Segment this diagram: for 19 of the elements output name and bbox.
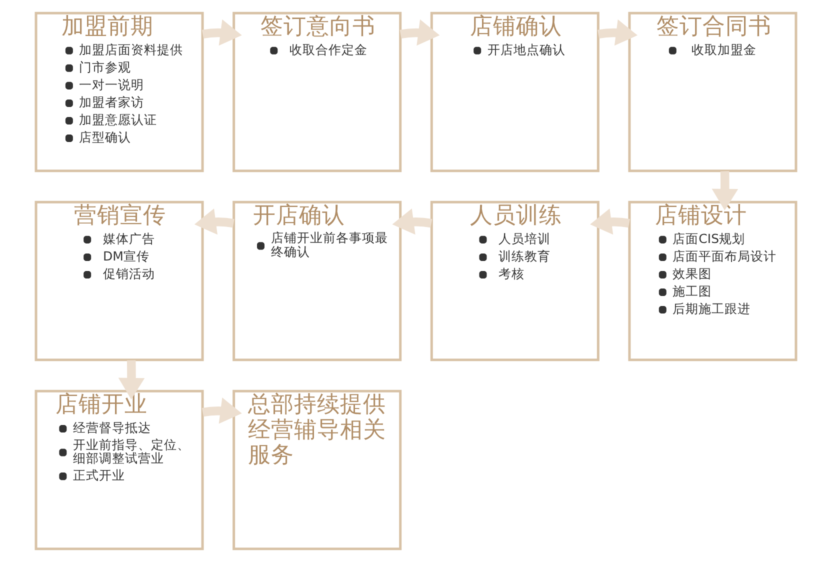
node-box: 签订合同书 收取加盟金 xyxy=(628,12,797,172)
arrow xyxy=(194,208,234,235)
node-box: 开店确认 店铺开业前各事项最终确认 xyxy=(232,200,402,362)
node-box: 加盟前期 加盟店面资料提供 门市参观 一对一说明 加盟者家访 加盟意愿认证 店型确认 xyxy=(34,12,204,172)
node-box: 签订意向书 收取合作定金 xyxy=(232,12,402,172)
arrow xyxy=(392,208,432,235)
arrow xyxy=(590,208,630,235)
node-box: 营销宣传 媒体广告 DM宣传 促销活动 xyxy=(34,200,204,362)
arrow xyxy=(201,398,242,424)
node-box: 店铺设计 店面CIS规划 店面平面布局设计 效果图 施工图 后期施工跟进 xyxy=(628,200,797,362)
node-box: 店铺开业 经营督导抵达 开业前指导、定位、细部调整试营业 正式开业 xyxy=(34,390,204,550)
arrow xyxy=(118,360,144,400)
arrow xyxy=(201,19,242,46)
node-box: 人员训练 人员培训 训练教育 考核 xyxy=(430,200,599,362)
node-box: 店铺确认 开店地点确认 xyxy=(430,12,599,172)
arrow xyxy=(711,171,738,210)
node-box: 总部持续提供经营辅导相关服务 xyxy=(232,390,402,550)
arrow xyxy=(399,19,440,46)
arrow xyxy=(597,19,638,46)
